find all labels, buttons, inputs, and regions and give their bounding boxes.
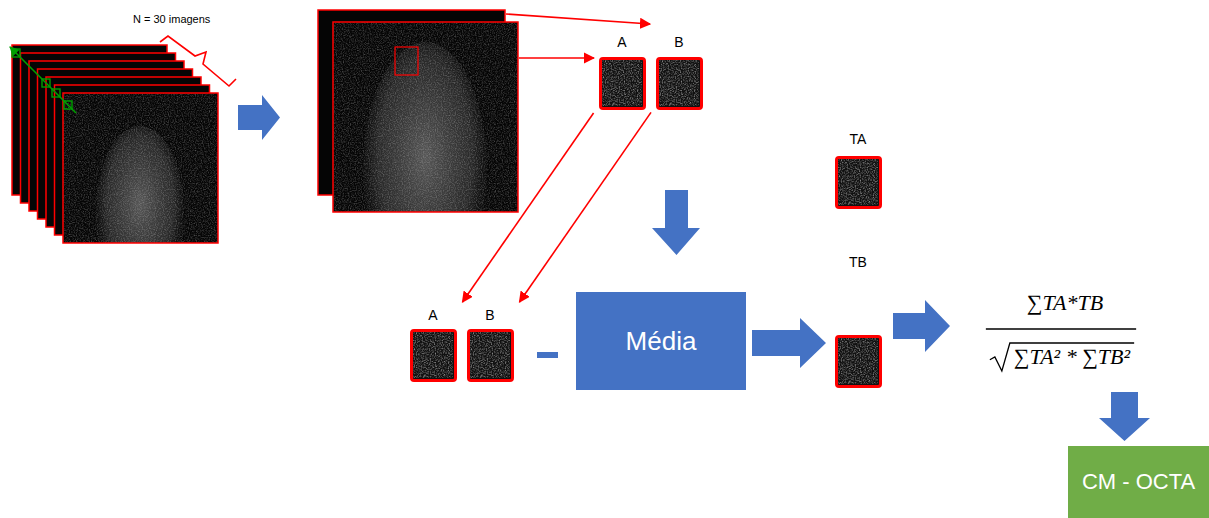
oct-frame	[63, 93, 218, 243]
flow-arrow	[752, 318, 826, 368]
image-pair	[318, 10, 518, 298]
patch-label: B	[485, 307, 494, 324]
patch-ta: TA	[832, 131, 884, 209]
speckle	[470, 332, 510, 378]
patch-label: TB	[849, 254, 867, 271]
count-note: N = 30 imagens	[133, 13, 210, 25]
image-patch	[410, 329, 457, 382]
oct-frame	[333, 22, 518, 212]
oct-frame	[63, 93, 218, 243]
patch-ground	[470, 332, 510, 378]
patch-ground	[413, 332, 453, 378]
scan-square	[42, 79, 50, 87]
patch-ground	[602, 60, 642, 106]
patch-ground	[838, 338, 878, 384]
patch-tb: TB	[832, 254, 884, 388]
scan-line	[10, 47, 76, 113]
image-stack	[12, 45, 218, 298]
patch-speckle	[470, 332, 510, 378]
box-label: CM - OCTA	[1082, 469, 1195, 495]
radical-sign	[990, 343, 1134, 371]
oct-frame	[333, 22, 518, 212]
flow-arrow	[893, 300, 950, 352]
patch-label: A	[428, 307, 437, 324]
scan-square	[52, 89, 60, 97]
image-patch	[656, 57, 703, 110]
speckle	[413, 332, 453, 378]
pointer-arrow	[506, 14, 650, 24]
image-patch	[599, 57, 646, 110]
process-box: Média	[576, 292, 746, 390]
patch-ground	[838, 159, 878, 205]
speckle	[838, 338, 878, 384]
image-patch	[835, 156, 882, 209]
patch-a: A	[596, 34, 648, 110]
image-patch	[467, 329, 514, 382]
patch-speckle	[838, 159, 878, 205]
fraction-bar	[986, 328, 1136, 329]
scan-square	[64, 101, 72, 109]
flow-arrow	[652, 190, 700, 255]
scan-square	[12, 49, 20, 57]
patch-a: A	[407, 307, 459, 382]
connector-arrow	[462, 113, 593, 302]
image-patch	[835, 335, 882, 388]
patch-label: B	[674, 34, 683, 51]
patch-b: B	[654, 34, 704, 110]
scan-arrow	[10, 47, 76, 113]
speckle	[659, 60, 699, 106]
formula-denominator: ∑TA² * ∑TB²	[1014, 344, 1130, 370]
patch-speckle	[838, 338, 878, 384]
connector-arrow	[519, 112, 651, 302]
patch-ground	[659, 60, 699, 106]
speckle	[333, 22, 518, 212]
patch-speckle	[413, 332, 453, 378]
flow-arrow	[1099, 392, 1150, 441]
minus-sign	[537, 352, 558, 358]
flow-arrow	[238, 95, 280, 140]
speckle	[838, 159, 878, 205]
speckle	[63, 93, 218, 243]
patch-label: A	[617, 34, 626, 51]
patch-b: B	[464, 307, 516, 382]
formula-lines	[986, 329, 1136, 371]
speckle	[602, 60, 642, 106]
box-label: Média	[626, 326, 697, 357]
formula-numerator: ∑TA*TB	[1027, 290, 1103, 316]
pointer-arrow	[519, 57, 594, 59]
result-box: CM - OCTA	[1068, 446, 1209, 518]
patch-label: TA	[850, 131, 867, 148]
patch-speckle	[659, 60, 699, 106]
patch-speckle	[602, 60, 642, 106]
roi-square	[395, 47, 418, 75]
bracket	[160, 36, 236, 86]
